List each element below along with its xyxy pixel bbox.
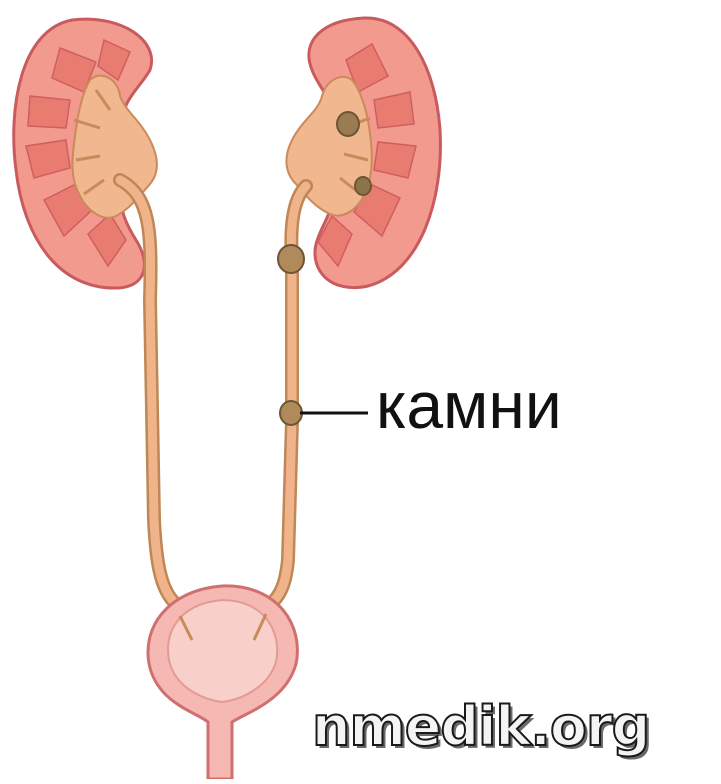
- stones-label: камни: [376, 372, 562, 438]
- bladder: [148, 586, 297, 779]
- watermark-logo: nmedik.org: [312, 700, 649, 754]
- right-kidney: [286, 18, 440, 288]
- ureter-stone: [278, 245, 304, 273]
- ureter-stone: [280, 401, 302, 425]
- kidney-stone: [337, 112, 359, 136]
- left-kidney: [14, 19, 157, 288]
- kidney-stone: [355, 177, 371, 195]
